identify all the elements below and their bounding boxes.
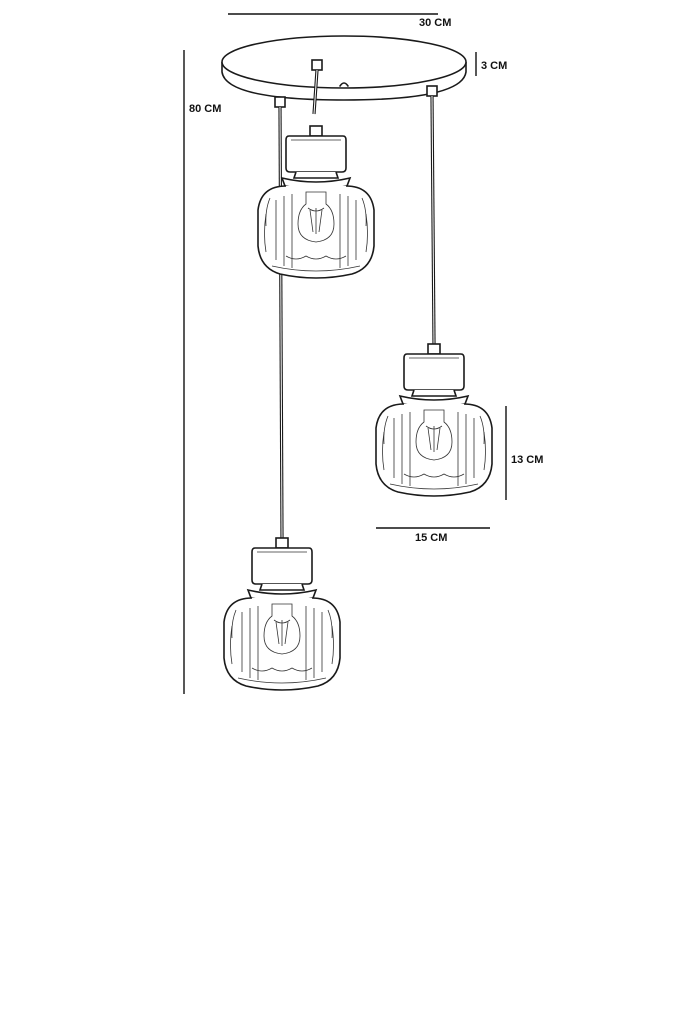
total-height-label: 80 CM — [189, 103, 221, 115]
shade-height-dimension: 13 CM — [505, 406, 543, 500]
pendant-lamp-upper — [257, 125, 375, 279]
canopy-width-label: 30 CM — [419, 17, 451, 29]
canopy-height-dimension: 3 CM — [475, 52, 507, 76]
ceiling-canopy — [221, 35, 467, 108]
pendant-lamp-right — [375, 343, 493, 497]
shade-width-dimension: 15 CM — [376, 527, 490, 544]
canopy-width-dimension: 30 CM — [228, 13, 451, 29]
total-height-dimension: 80 CM — [183, 50, 221, 694]
shade-height-label: 13 CM — [511, 454, 543, 466]
shade-width-label: 15 CM — [415, 532, 447, 544]
canopy-height-label: 3 CM — [481, 60, 507, 72]
pendant-lamp-lower — [223, 537, 341, 691]
pendant-cords — [278, 69, 436, 539]
